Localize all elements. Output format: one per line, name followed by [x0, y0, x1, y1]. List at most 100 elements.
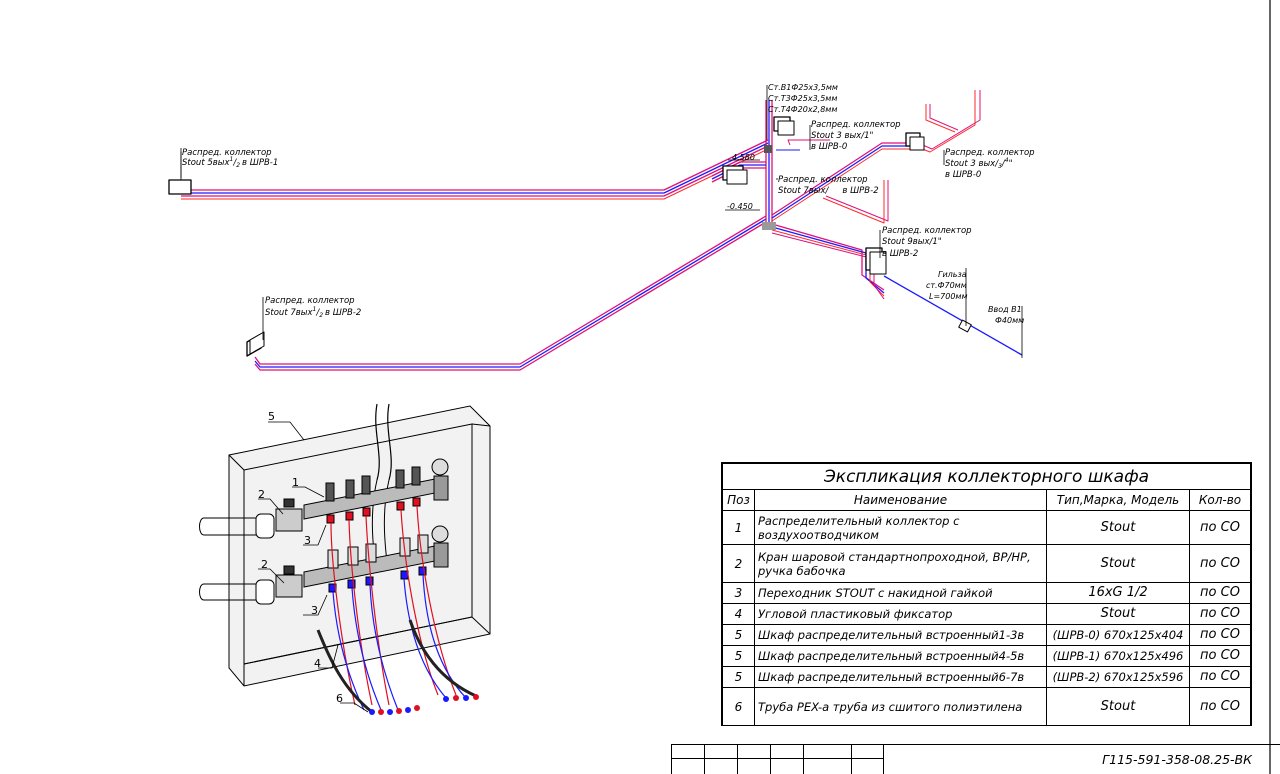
- cabinet-illustration: [199, 403, 491, 715]
- row-name: Труба PEX-a труба из сшитого полиэтилена: [754, 687, 1047, 726]
- label-wrv1-l1: Распред. коллектор: [182, 148, 272, 158]
- label-riser-3: Ст.Т4Ф20х2,8мм: [768, 105, 837, 114]
- table-row: 4 Угловой пластиковый фиксатор Stout по …: [722, 603, 1251, 625]
- table-row: 2 Кран шаровой стандартнопроходной, ВР/Н…: [722, 544, 1251, 583]
- tube-ends: [369, 694, 479, 715]
- row-pos: 1: [722, 510, 755, 545]
- label-wrv2c-l3: в ШРВ-2: [882, 249, 918, 259]
- stamp-mid-line: [671, 758, 883, 759]
- row-qty: по СО: [1189, 687, 1251, 726]
- label-wrv2c-l2: Stout 9вых/1": [882, 237, 942, 247]
- collector-wrv0a-symbol: [773, 116, 795, 136]
- callout-2-top: 2: [258, 488, 265, 501]
- row-model: Stout: [1046, 603, 1190, 625]
- row-qty: по СО: [1189, 603, 1251, 625]
- collector-wrv0b-symbol: [905, 132, 925, 151]
- label-wrv2a-l1: Распред. коллектор: [265, 296, 355, 306]
- row-qty: по СО: [1189, 544, 1251, 583]
- collector-wrv2c-symbol: [865, 247, 887, 275]
- table-row: 1 Распределительный коллектор с воздухоо…: [722, 510, 1251, 545]
- pipe-run-wrv0b: [771, 90, 981, 224]
- stamp-cell: [883, 744, 884, 774]
- stamp-cell: [737, 744, 738, 774]
- pex-tubes: [316, 505, 477, 714]
- header-model: Тип,Марка, Модель: [1046, 489, 1190, 511]
- callout-5: 5: [268, 410, 275, 423]
- label-wrv2b-l1: Распред. коллектор: [778, 175, 868, 185]
- row-name: Переходник STOUT с накидной гайкой: [754, 582, 1047, 604]
- explication-header-row: Поз Наименование Тип,Марка, Модель Кол-в…: [722, 489, 1251, 511]
- label-wrv2c-l1: Распред. коллектор: [882, 226, 972, 236]
- stamp-cell: [671, 744, 672, 774]
- row-name: Угловой пластиковый фиксатор: [754, 603, 1047, 625]
- header-qty: Кол-во: [1189, 489, 1251, 511]
- label-wrv0b-l3: в ШРВ-0: [945, 170, 981, 180]
- label-wrv0b-l1: Распред. коллектор: [945, 148, 1035, 158]
- inlet-pipe-top: [199, 498, 303, 539]
- callout-6: 6: [336, 692, 343, 705]
- stamp-cell: [704, 744, 705, 774]
- row-pos: 6: [722, 687, 755, 726]
- row-qty: по СО: [1189, 582, 1251, 604]
- label-wrv2b-l2: Stout 7вых/в ШРВ-2: [778, 186, 879, 196]
- row-pos: 5: [722, 624, 755, 646]
- label-sleeve-1: Гильза: [938, 270, 967, 279]
- row-pos: 3: [722, 582, 755, 604]
- riser-marker: [762, 222, 776, 230]
- piping-plan: [168, 85, 1023, 371]
- label-riser-1: Ст.В1Ф25х3,5мм: [768, 83, 838, 92]
- header-pos: Поз: [722, 489, 755, 511]
- explication-title: Экспликация коллекторного шкафа: [722, 463, 1251, 490]
- cabinet-callouts: 5 1 2 3 2 3 4 6: [258, 410, 343, 705]
- row-pos: 4: [722, 603, 755, 625]
- row-model: (ШРВ-0) 670х125х404: [1046, 624, 1190, 646]
- row-qty: по СО: [1189, 666, 1251, 688]
- row-model: Stout: [1046, 510, 1190, 545]
- row-model: (ШРВ-1) 670х125х496: [1046, 645, 1190, 667]
- title-stamp: Г115-591-358-08.25-ВК: [671, 744, 1280, 774]
- level-mark-2: -0.450: [727, 202, 753, 211]
- row-pos: 5: [722, 666, 755, 688]
- pipe-run-wrv2a: [254, 215, 767, 371]
- row-name: Шкаф распределительный встроенный6-7в: [754, 666, 1047, 688]
- callout-3-top: 3: [304, 534, 311, 547]
- row-name: Кран шаровой стандартнопроходной, ВР/НР,…: [754, 544, 1047, 583]
- callout-2-bottom: 2: [261, 558, 268, 571]
- row-name: Шкаф распределительный встроенный4-5в: [754, 645, 1047, 667]
- stamp-cell: [851, 744, 852, 774]
- row-name: Распределительный коллектор с воздухоотв…: [754, 510, 1047, 545]
- stamp-cell: [803, 744, 804, 774]
- callout-4: 4: [314, 657, 321, 670]
- label-wrv0a-l2: Stout 3 вых/1": [811, 131, 873, 141]
- pipe-run-wrv1: [181, 139, 769, 200]
- row-model: (ШРВ-2) 670х125х596: [1046, 666, 1190, 688]
- collector-wrv2a-symbol: [246, 331, 265, 357]
- sleeve-symbol: [958, 319, 972, 333]
- leader-lines: [180, 85, 1023, 358]
- row-model: Stout: [1046, 687, 1190, 726]
- label-riser-2: Ст.Т3Ф25х3,5мм: [768, 94, 837, 103]
- label-wrv0b-l2: Stout 3 вых/3/4": [945, 157, 1013, 170]
- table-row: 5 Шкаф распределительный встроенный6-7в …: [722, 666, 1251, 688]
- collector-wrv1-symbol: [168, 179, 192, 195]
- row-pos: 2: [722, 544, 755, 583]
- row-name: Шкаф распределительный встроенный1-3в: [754, 624, 1047, 646]
- table-row: 5 Шкаф распределительный встроенный1-3в …: [722, 624, 1251, 646]
- inlet-pipe-b1: [883, 275, 1023, 356]
- row-qty: по СО: [1189, 510, 1251, 545]
- collector-wrv2b-symbol: [722, 165, 748, 185]
- inlet-pipe-bottom: [199, 565, 303, 605]
- label-sleeve-3: L=700мм: [929, 292, 968, 301]
- table-row: 5 Шкаф распределительный встроенный4-5в …: [722, 645, 1251, 667]
- explication-table: Экспликация коллекторного шкафа Поз Наим…: [721, 462, 1252, 726]
- callout-3-bottom: 3: [311, 604, 318, 617]
- label-inlet-1: Ввод В1: [988, 305, 1022, 314]
- label-inlet-2: Ф40мм: [995, 316, 1024, 325]
- callout-leaders: [258, 421, 369, 713]
- callout-1: 1: [292, 476, 299, 489]
- row-qty: по СО: [1189, 645, 1251, 667]
